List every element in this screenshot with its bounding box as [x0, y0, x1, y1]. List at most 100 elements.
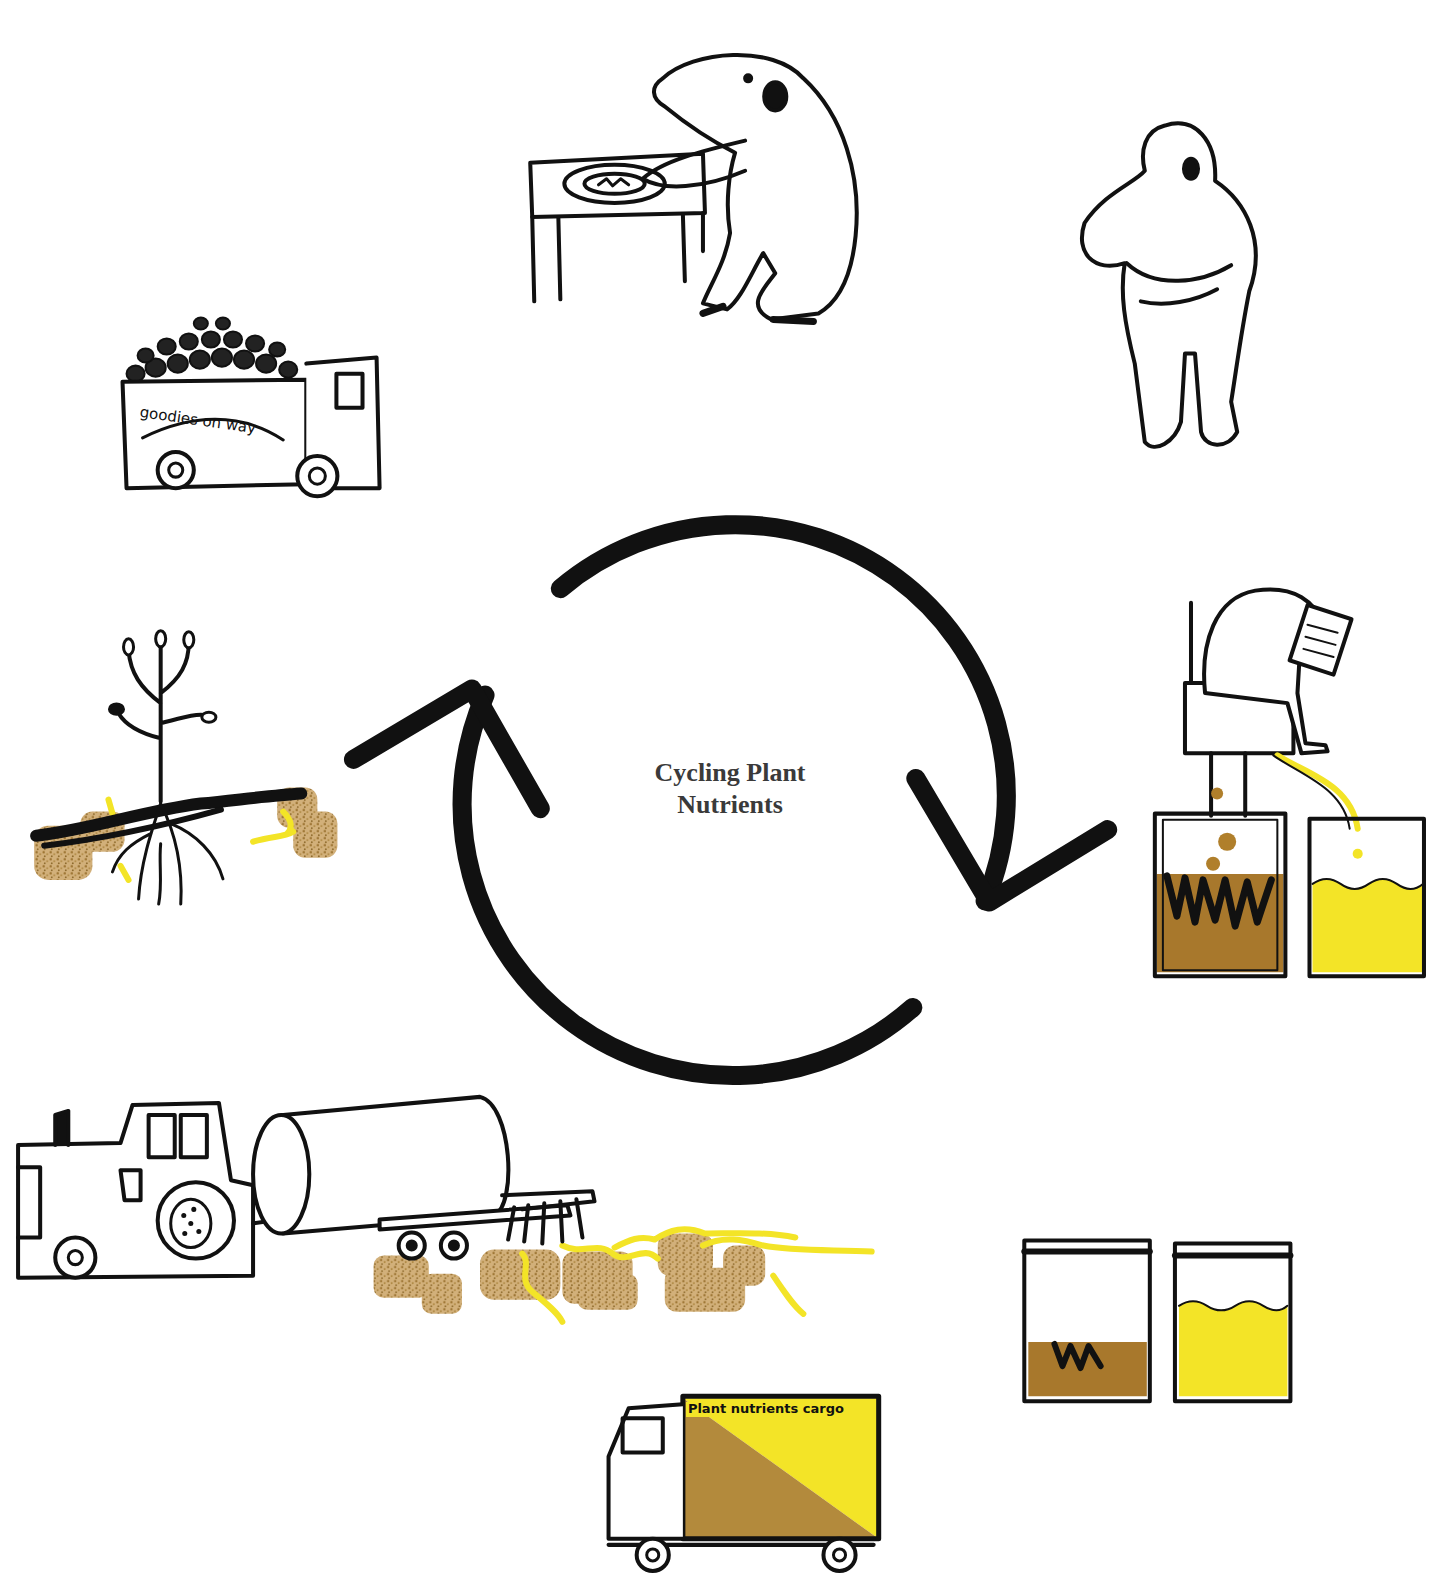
tractor-spreader [55, 1238, 95, 1278]
goodies-truck [309, 468, 325, 484]
collected-containers [1175, 1253, 1290, 1259]
standing-person [1141, 289, 1217, 303]
plant-roots [112, 804, 222, 904]
eating-person [764, 82, 786, 110]
tractor-spreader [723, 1246, 765, 1286]
cycle-arrow [560, 525, 1006, 901]
cargo-truck [609, 1404, 683, 1539]
tractor-spreader [441, 1232, 467, 1258]
toilet-separation [1155, 814, 1286, 977]
tractor-spreader [562, 1246, 657, 1259]
tractor-spreader [181, 1213, 186, 1218]
standing-person [1184, 159, 1198, 179]
goodies-truck [190, 351, 210, 369]
goodies-truck [246, 335, 264, 351]
plant-roots [156, 631, 166, 647]
goodies-truck [306, 358, 379, 489]
goodies-truck [279, 362, 297, 378]
goodies-truck [169, 463, 183, 477]
toilet-separation [1206, 857, 1220, 871]
tractor-spreader [703, 1239, 872, 1251]
cargo-text: Plant nutrients cargo [686, 1402, 846, 1417]
tractor-spreader [480, 1250, 560, 1300]
plant-roots [202, 712, 216, 722]
goodies-truck [168, 355, 188, 373]
cargo-truck [647, 1549, 659, 1561]
plant-roots [36, 794, 301, 836]
goodies-truck [194, 317, 208, 329]
goodies-truck [127, 366, 145, 382]
goodies-truck [256, 355, 276, 373]
toilet-separation [1157, 874, 1284, 972]
tractor-spreader [773, 1276, 803, 1314]
toilet-separation [1218, 833, 1236, 851]
goodies-truck [127, 317, 298, 381]
collected-containers [1024, 1249, 1150, 1255]
tractor-spreader [149, 1115, 175, 1157]
plant-roots [109, 704, 123, 714]
toilet-separation [1163, 820, 1277, 971]
tractor-spreader [408, 1242, 416, 1250]
cargo-truck [623, 1418, 663, 1452]
diagram-title: Cycling Plant Nutrients [630, 757, 830, 819]
eating-person [643, 141, 745, 187]
goodies-truck [212, 349, 232, 367]
tractor-spreader [68, 1251, 82, 1265]
goodies-truck [202, 331, 220, 347]
goodies-truck [297, 456, 337, 496]
tractor-spreader [181, 1115, 207, 1157]
plant-roots [118, 643, 205, 802]
tractor-spreader [18, 1097, 872, 1322]
standing-person [1127, 263, 1231, 281]
tractor-spreader [577, 1274, 637, 1310]
standing-person [1082, 123, 1256, 446]
toilet-separation [1211, 753, 1245, 815]
goodies-truck [216, 317, 230, 329]
tractor-spreader [55, 1111, 68, 1145]
tractor-spreader [18, 1167, 40, 1237]
tractor-spreader [121, 1170, 141, 1200]
cargo-truck [833, 1549, 845, 1561]
eating-person [745, 75, 751, 81]
plant-roots [44, 810, 221, 846]
plant-roots [34, 631, 337, 904]
toilet-separation [1167, 876, 1271, 926]
toilet-separation [1290, 605, 1352, 675]
tractor-spreader [399, 1232, 425, 1258]
cycle-arrow [353, 525, 1107, 1076]
goodies-truck [123, 380, 307, 488]
toilet-separation [1303, 625, 1337, 657]
tractor-spreader [188, 1221, 193, 1226]
toilet-separation [1155, 589, 1424, 976]
tractor-spreader [508, 1199, 582, 1243]
toilet-separation [1211, 788, 1223, 800]
collected-containers [1179, 1301, 1287, 1396]
toilet-separation [1313, 879, 1423, 972]
plant-roots [293, 812, 337, 858]
collected-containers [1024, 1241, 1290, 1402]
collected-containers [1054, 1344, 1100, 1368]
tractor-spreader [450, 1242, 458, 1250]
eating-person [599, 179, 629, 186]
goodies-truck [269, 343, 285, 357]
goodies-truck [123, 317, 380, 496]
cargo-truck [683, 1398, 879, 1539]
goodies-truck [138, 349, 154, 363]
toilet-separation [1353, 849, 1363, 859]
cargo-truck [683, 1396, 879, 1539]
plant-roots [109, 631, 215, 722]
tractor-spreader [182, 1231, 187, 1236]
cycle-arrow [462, 695, 913, 1075]
cycle-arrow [916, 778, 1108, 902]
cargo-truck [683, 1398, 879, 1539]
plant-roots [34, 788, 337, 880]
goodies-truck [336, 374, 362, 408]
tractor-spreader [18, 1103, 253, 1278]
goodies-truck [158, 339, 176, 355]
toilet-separation [1309, 819, 1423, 977]
collected-containers [1175, 1244, 1290, 1402]
tractor-spreader [196, 1229, 201, 1234]
goodies-truck [180, 333, 198, 349]
